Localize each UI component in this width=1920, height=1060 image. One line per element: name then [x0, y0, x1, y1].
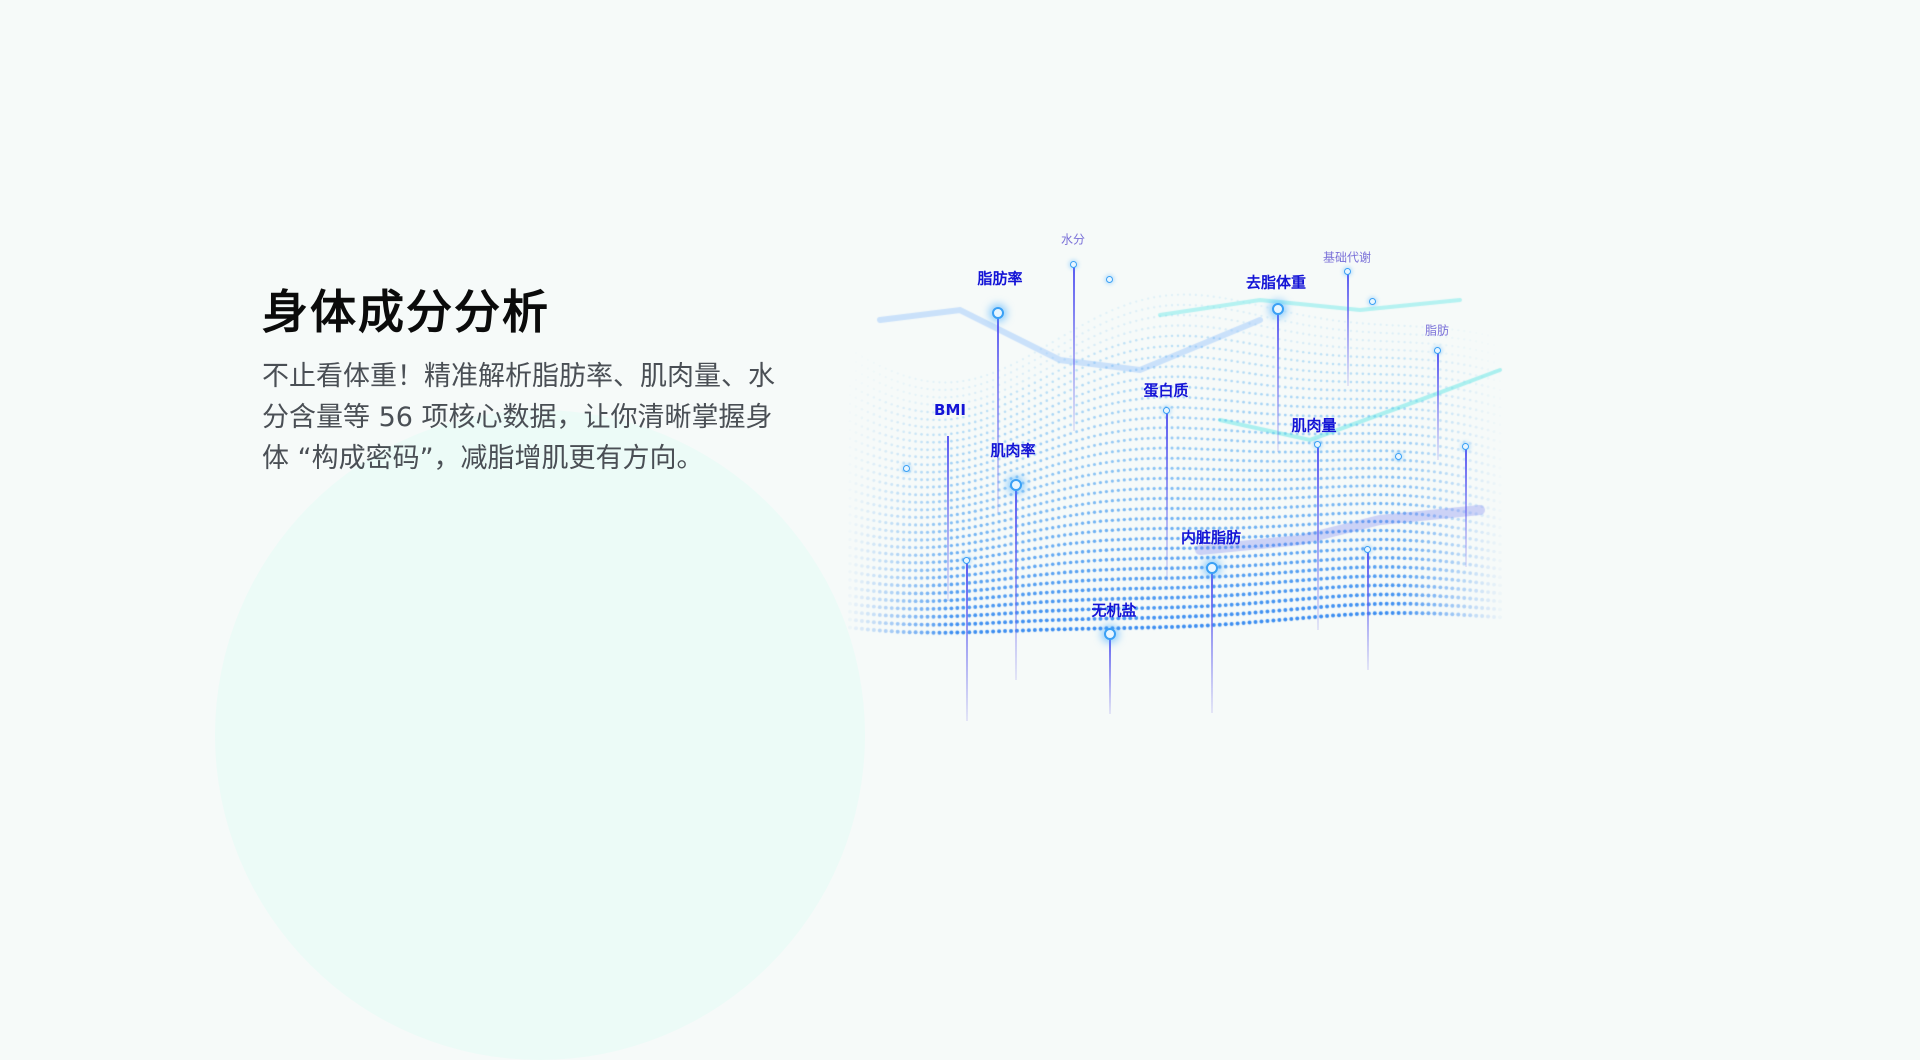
pin-line: [997, 313, 999, 513]
label-bmi: BMI: [934, 401, 966, 419]
label-visceral-fat: 内脏脂肪: [1180, 528, 1242, 547]
decorative-circle: [215, 410, 865, 1060]
pin-line: [1109, 634, 1111, 714]
label-minerals: 无机盐: [1091, 601, 1137, 620]
pin-line: [1211, 568, 1213, 713]
pin-dot-icon: [903, 465, 910, 472]
pin-line: [1347, 272, 1349, 386]
label-protein: 蛋白质: [1143, 381, 1189, 400]
section-title: 身体成分分析: [262, 285, 550, 339]
pin-dot-icon: [1314, 441, 1321, 448]
pin-dot-icon: [1106, 276, 1113, 283]
pin-dot-icon: [1104, 628, 1116, 640]
pin-line: [1073, 265, 1075, 431]
pin-line: [1367, 550, 1369, 670]
pin-dot-icon: [1272, 303, 1284, 315]
label-muscle-mass: 肌肉量: [1291, 416, 1337, 435]
label-lean-mass: 去脂体重: [1245, 273, 1307, 292]
label-bmr: 基础代谢: [1322, 250, 1372, 265]
pin-line: [947, 436, 949, 601]
pin-dot-icon: [1010, 479, 1022, 491]
body-composition-visual: 脂肪率 水分基础代谢去脂体重脂肪 BMI 蛋白质肌肉量肌肉率内脏脂肪无机盐: [840, 220, 1520, 721]
dot-wave-graphic: [840, 220, 1520, 640]
pin-line: [1166, 411, 1168, 581]
pin-dot-icon: [1462, 443, 1469, 450]
label-fat-rate: 脂肪率: [977, 269, 1023, 288]
pin-dot-icon: [1434, 347, 1441, 354]
label-muscle-rate: 肌肉率: [990, 441, 1036, 460]
pin-line: [1277, 309, 1279, 452]
pin-dot-icon: [1206, 562, 1218, 574]
pin-dot-icon: [1395, 453, 1402, 460]
label-water: 水分: [1060, 232, 1086, 247]
pin-dot-icon: [1163, 407, 1170, 414]
pin-dot-icon: [1369, 298, 1376, 305]
pin-dot-icon: [1364, 546, 1371, 553]
pin-line: [1437, 351, 1439, 460]
pin-dot-icon: [1070, 261, 1077, 268]
pin-dot-icon: [1344, 268, 1351, 275]
label-fat: 脂肪: [1424, 323, 1450, 338]
pin-line: [1317, 445, 1319, 630]
pin-line: [1465, 447, 1467, 567]
pin-dot-icon: [963, 557, 970, 564]
section-description: 不止看体重！精准解析脂肪率、肌肉量、水分含量等 56 项核心数据，让你清晰掌握身…: [262, 361, 775, 474]
pin-line: [966, 561, 968, 721]
pin-dot-icon: [992, 307, 1004, 319]
pin-line: [1015, 485, 1017, 680]
